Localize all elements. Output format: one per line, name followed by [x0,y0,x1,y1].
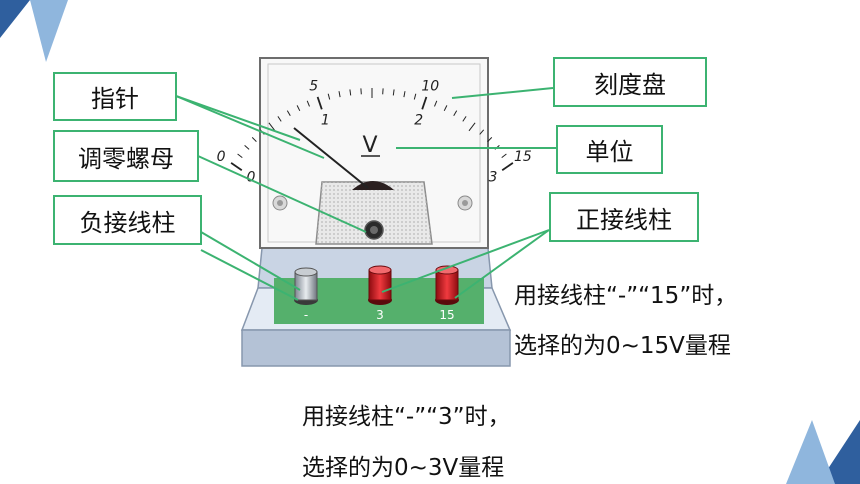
unit-symbol: V [362,133,377,158]
meter-base [240,247,512,367]
leader-pointer-2 [175,95,301,141]
scale-tick [230,162,243,171]
label-positive-terminal: 正接线柱 [549,192,699,242]
scale-ticks [230,88,514,171]
pointer-needle [293,127,369,189]
scale-tick [501,153,507,158]
terminal-label-15: 15 [439,308,454,322]
scale-numbers: 0 5 10 15 0 1 2 3 [217,79,532,186]
scale-tick [462,116,467,122]
scale-tick [453,110,458,117]
leader-zero-adjust [197,155,367,233]
note-range-15-line2: 选择的为0~15V量程 [514,333,731,359]
label-negative-terminal: 负接线柱 [53,195,202,245]
scale-tick [349,89,352,96]
upper-scale-label: 5 [309,79,318,95]
positive-terminal-15-post[interactable] [435,265,459,305]
label-unit: 单位 [556,125,663,174]
negative-terminal-post[interactable] [294,267,318,305]
scale-tick [286,110,291,117]
face-screw-left [272,195,288,211]
label-pointer: 指针 [53,72,177,121]
scale-tick [277,116,282,122]
corner-decoration-bottom-right [786,420,860,484]
callout-leaders [175,87,556,301]
label-pointer-text: 指针 [91,85,139,113]
scale-tick [244,145,250,150]
leader-positive-2 [454,229,550,299]
scale-tick [501,162,514,171]
label-scale-dial: 刻度盘 [553,57,707,107]
lower-scale-label: 3 [489,169,498,185]
scale-tick [413,93,417,100]
label-scale-dial-text: 刻度盘 [594,70,666,99]
scale-tick [479,129,485,135]
label-positive-terminal-text: 正接线柱 [576,205,672,234]
leader-positive-1 [381,229,550,293]
scale-tick [268,122,276,132]
upper-scale-label: 15 [514,149,532,165]
leader-scale-dial [451,87,554,99]
scale-tick [443,105,448,112]
terminal-label-3: 3 [376,308,384,322]
leader-pointer [175,95,325,159]
corner-decoration-top-left [0,0,68,62]
scale-tick [468,122,476,132]
label-zero-adjust-text: 调零螺母 [78,144,174,173]
terminal-label-negative: - [304,308,308,322]
scale-tick [403,91,406,98]
scale-tick [296,105,301,112]
scale-tick [487,137,493,142]
label-zero-adjust: 调零螺母 [53,130,199,182]
scale-tick [434,100,438,107]
scale-tick [306,100,310,107]
upper-scale-label: 10 [421,79,439,95]
positive-terminal-3-post[interactable] [368,265,392,305]
note-range-3-line1: 用接线柱“-”“3”时， [302,404,511,430]
pivot-window [315,181,433,245]
scale-tick [421,96,428,110]
label-negative-terminal-text: 负接线柱 [79,208,176,237]
lower-scale-label: 2 [414,113,423,129]
lower-scale-label: 0 [247,169,256,185]
label-unit-text: 单位 [585,138,634,166]
scale-tick [316,96,323,110]
scale-tick [251,137,257,142]
leader-negative-2 [200,249,299,301]
upper-scale-label: 0 [217,149,226,165]
zero-adjust-screw[interactable] [364,220,384,240]
scale-tick [237,153,243,158]
scale-tick [327,93,331,100]
lower-scale-label: 1 [321,113,330,129]
scale-tick [392,89,395,96]
note-range-15-line1: 用接线柱“-”“15”时， [514,283,738,309]
scale-tick [338,91,341,98]
leader-negative-1 [200,231,301,291]
note-range-3-line2: 选择的为0~3V量程 [302,455,505,481]
face-screw-right [457,195,473,211]
